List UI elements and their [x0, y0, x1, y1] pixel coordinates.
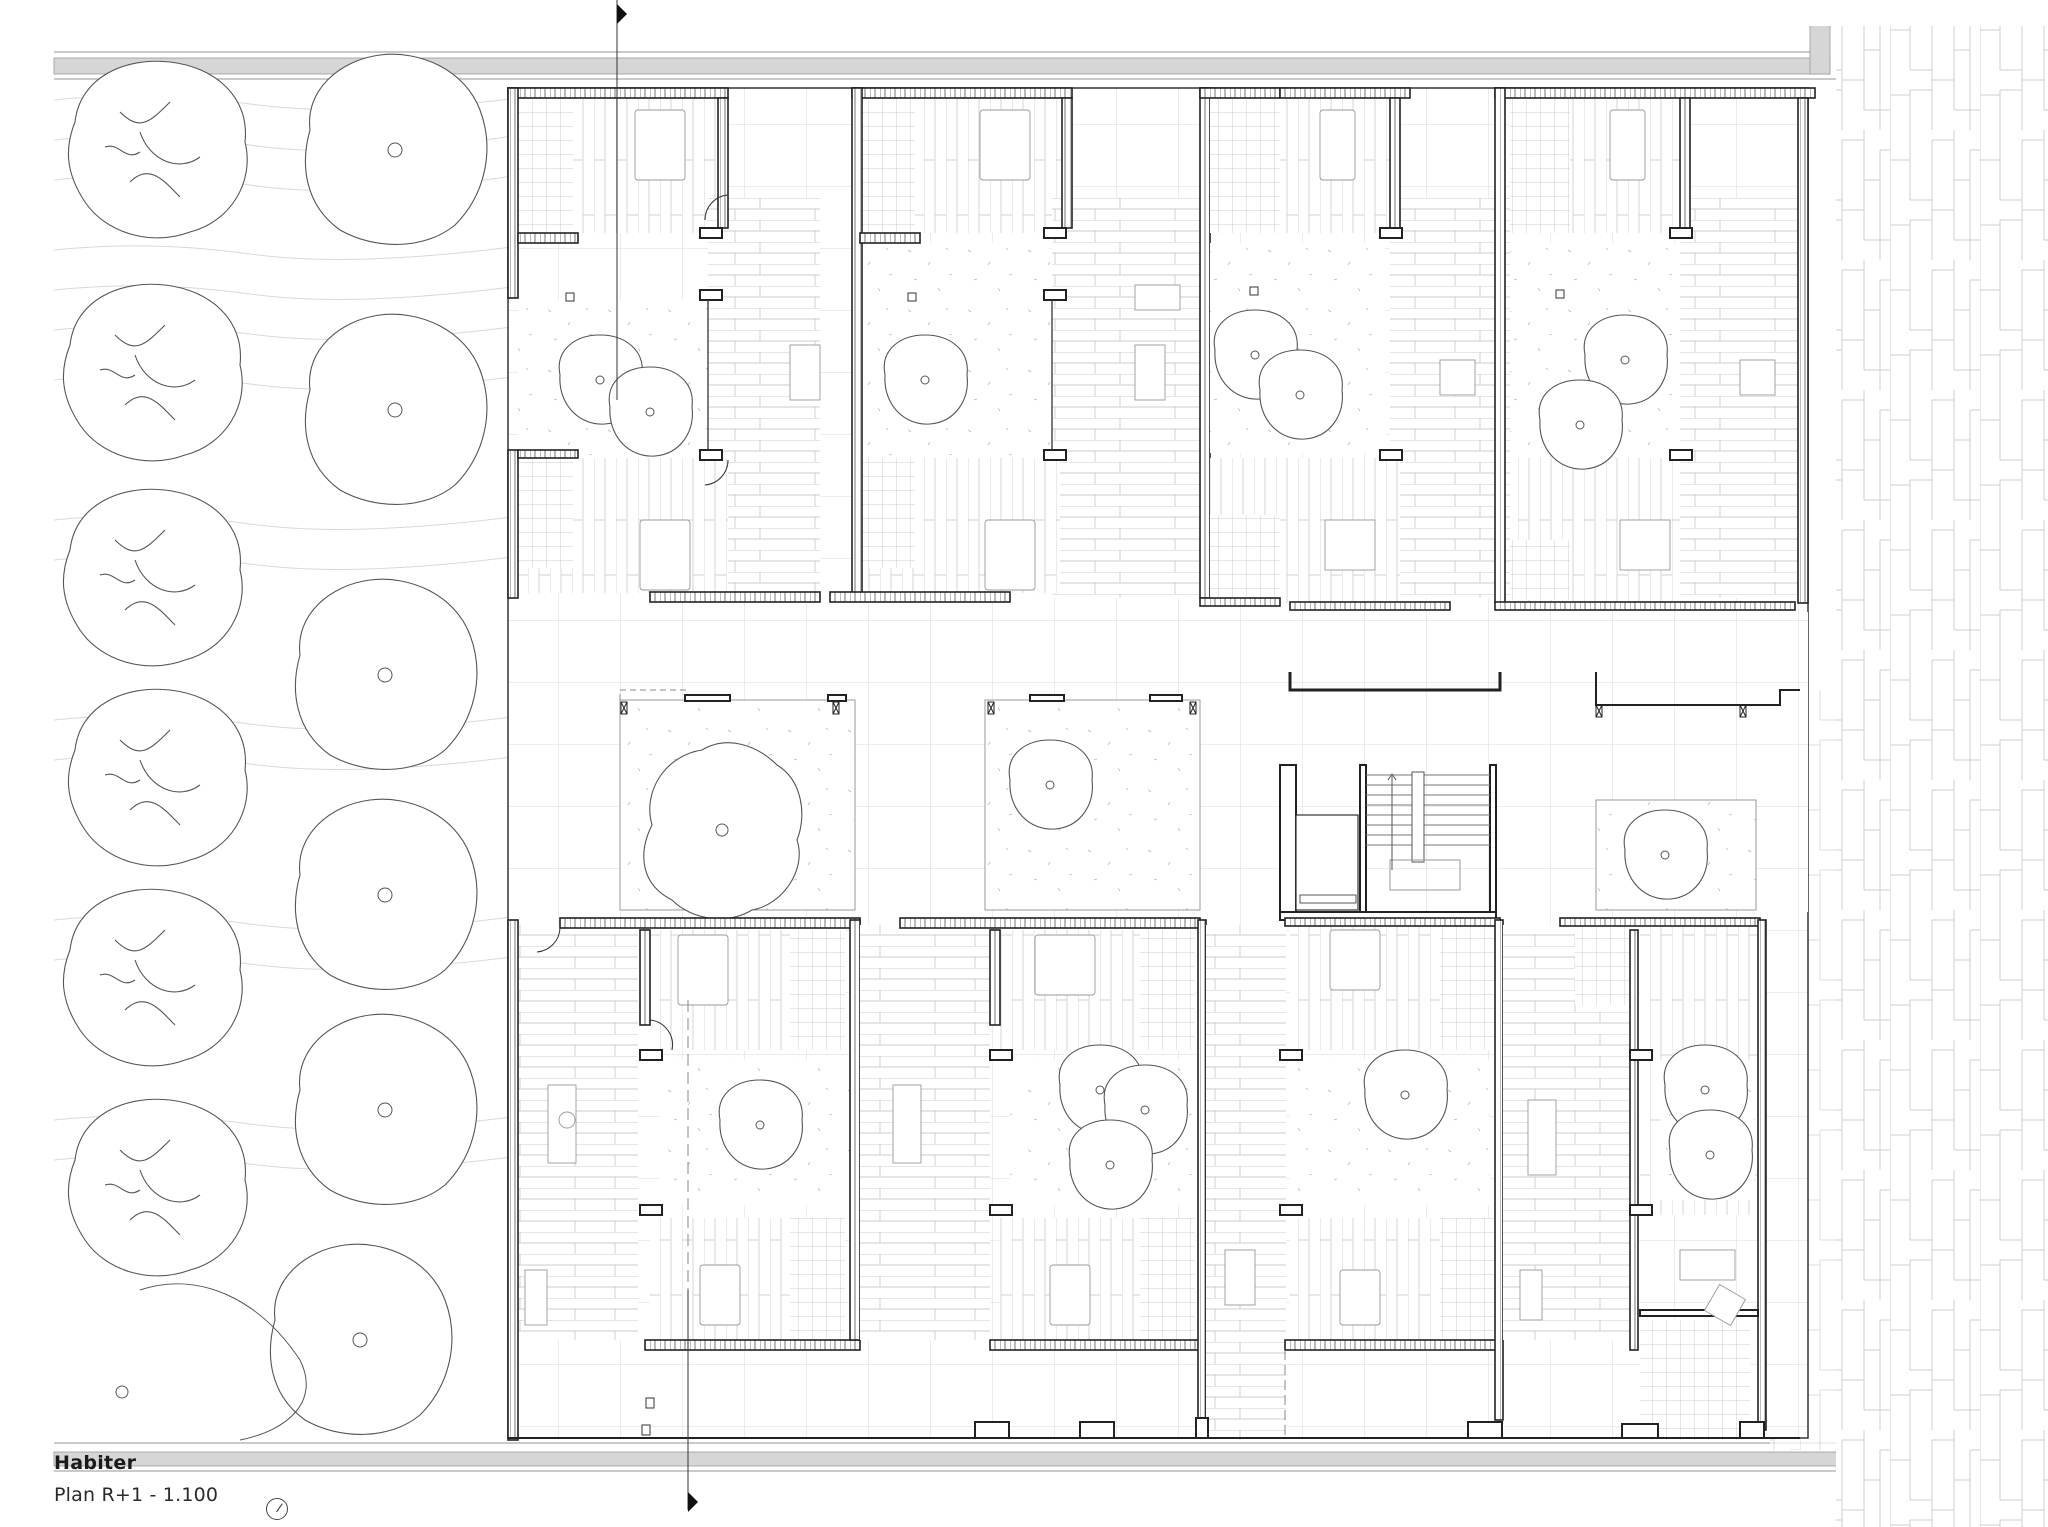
unit-bottom-1: [507, 917, 861, 1441]
section-marker-top: [617, 4, 627, 24]
unit-bottom-2: [860, 917, 1207, 1421]
unit-top-1: [507, 87, 821, 603]
drawing-subtitle: Plan R+1 - 1.100: [54, 1484, 219, 1506]
trees-left: [62, 53, 488, 1441]
staircase: [1279, 764, 1497, 921]
section-line: [616, 0, 698, 1512]
facade-bottom: [508, 1417, 1800, 1439]
building: [507, 87, 1816, 1441]
central-courtyard: [518, 612, 1808, 920]
unit-bottom-3: [1206, 917, 1504, 1440]
north-arrow-icon: [266, 1498, 288, 1520]
unit-bottom-4: [1503, 917, 1767, 1440]
street-band-bottom: [53, 1442, 1841, 1472]
section-marker-bottom: [688, 1492, 698, 1512]
stone-paving: [1836, 26, 2048, 1527]
drawing-title: Habiter: [54, 1452, 137, 1474]
unit-top-2: [829, 87, 1211, 603]
unit-top-3: [1199, 87, 1510, 611]
unit-top-4: [1494, 87, 1816, 611]
title-block: Habiter Plan R+1 - 1.100: [54, 1452, 218, 1506]
street-band-top: [53, 26, 1840, 80]
